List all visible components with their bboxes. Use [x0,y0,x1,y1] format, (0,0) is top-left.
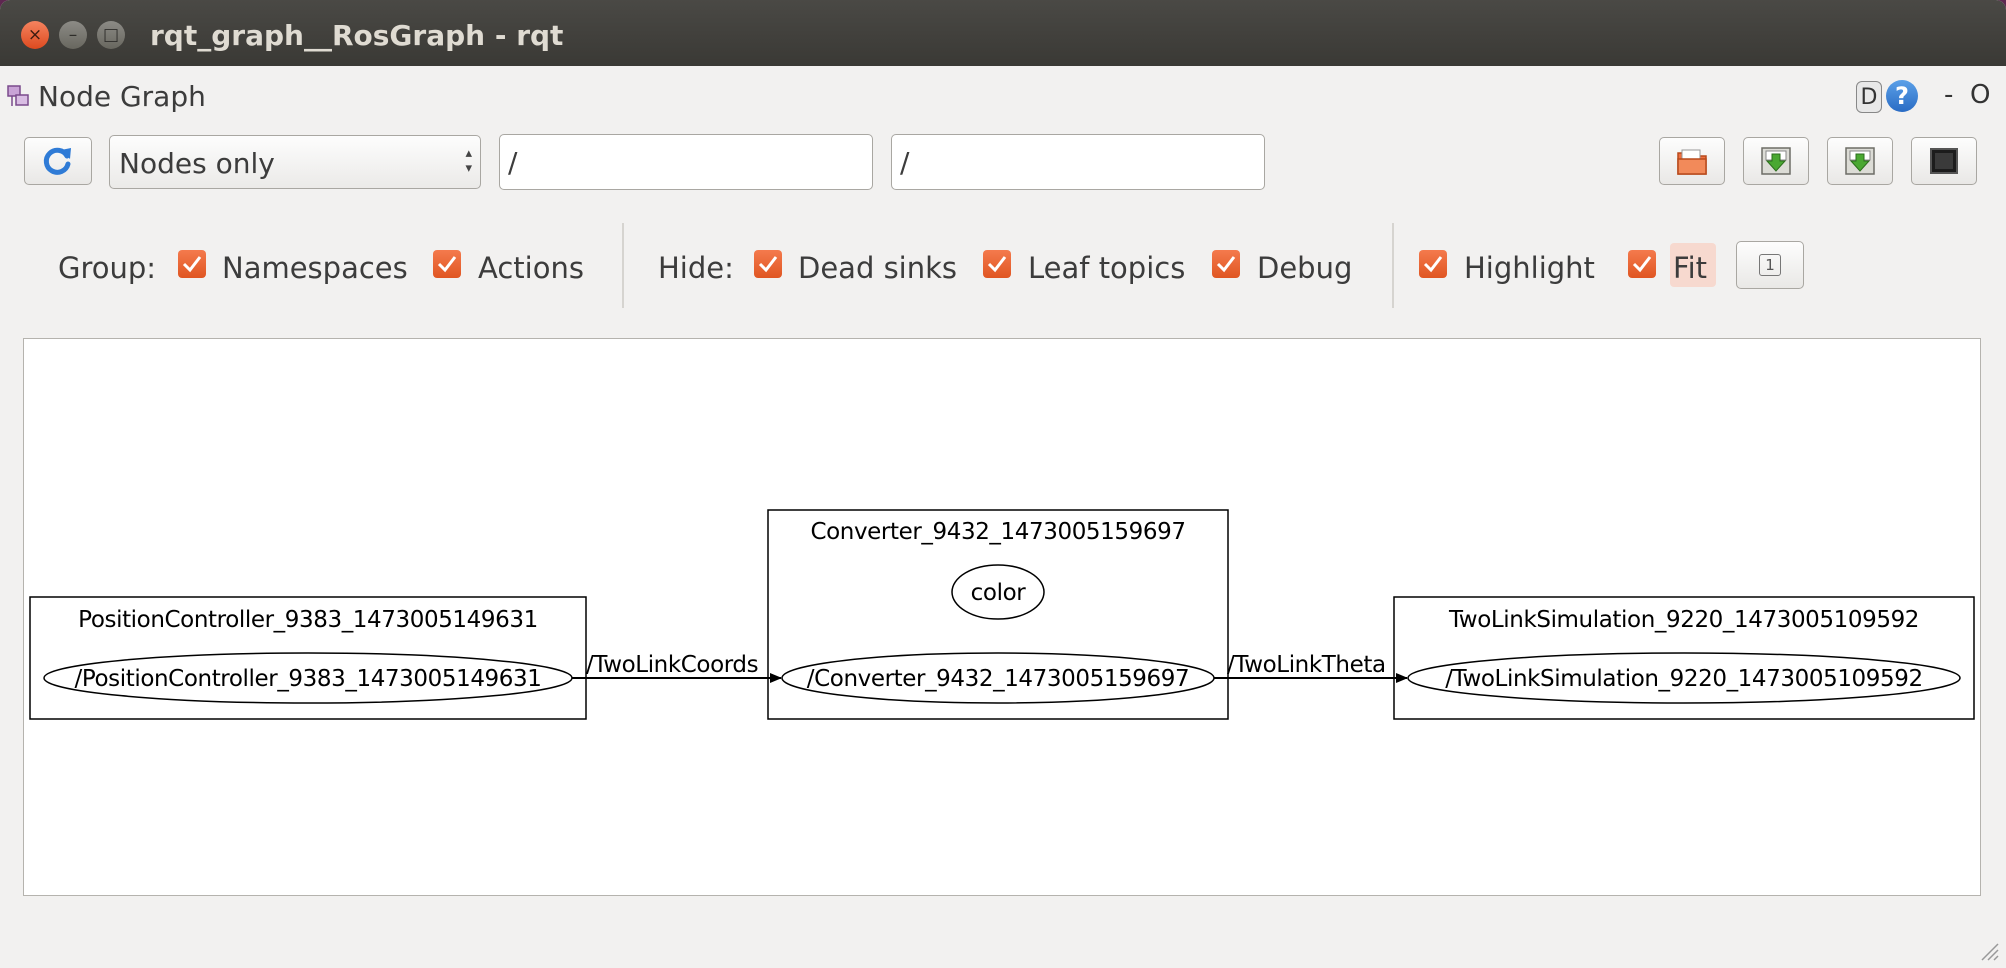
plugin-close-button[interactable]: O [1970,80,1991,110]
plugin-minimize-button[interactable]: - [1944,80,1954,110]
fit-checkbox[interactable] [1628,250,1656,278]
node-label: /Converter_9432_1473005159697 [807,666,1189,692]
node-label: /PositionController_9383_1473005149631 [74,666,541,692]
graph-type-value: Nodes only [119,147,275,180]
graph-canvas[interactable]: PositionController_9383_1473005149631 Co… [23,338,1981,896]
fit-view-button[interactable]: 1 [1736,241,1804,289]
leaf-topics-label: Leaf topics [1028,251,1186,285]
cluster-position-controller[interactable] [29,596,587,720]
window-maximize-button[interactable]: □ [97,21,125,49]
check-icon [758,256,778,273]
dead-sinks-checkbox[interactable] [754,250,782,278]
fit-label: Fit [1673,251,1707,285]
check-icon [1216,256,1236,273]
topic-filter-input[interactable] [891,134,1265,190]
cluster-label: Converter_9432_1473005159697 [810,519,1185,545]
leaf-topics-checkbox[interactable] [983,250,1011,278]
fit-view-icon: 1 [1759,254,1781,276]
close-icon: × [27,24,43,45]
namespaces-label: Namespaces [222,251,408,285]
actions-label: Actions [478,251,584,285]
refresh-button[interactable] [24,137,92,185]
save-image-button[interactable] [1911,137,1977,185]
save-dot-button[interactable] [1743,137,1809,185]
options-separator [1392,223,1394,308]
namespace-filter-input[interactable] [499,134,873,190]
minimize-icon: – [68,24,78,45]
check-icon [987,256,1007,273]
resize-grip-icon[interactable] [1978,940,2000,962]
cluster-two-link-simulation[interactable] [1393,596,1975,720]
group-label: Group: [58,251,157,285]
save-svg-button[interactable] [1827,137,1893,185]
load-dot-button[interactable] [1659,137,1725,185]
edge-label: /TwoLinkCoords [586,652,758,678]
plugin-title: Node Graph [38,80,206,113]
dead-sinks-label: Dead sinks [798,251,958,285]
perspective-d-button[interactable]: D [1856,81,1882,113]
namespaces-checkbox[interactable] [178,250,206,278]
node-label: /TwoLinkSimulation_9220_1473005109592 [1445,666,1922,692]
select-arrows-icon: ▴▾ [465,146,472,176]
save-as-svg-icon [1845,147,1875,175]
cluster-label: PositionController_9383_1473005149631 [78,607,538,633]
check-icon [182,256,202,273]
fit-hover-highlight [1670,243,1716,287]
window-title: rqt_graph__RosGraph - rqt [150,19,564,52]
save-as-image-icon [1930,148,1958,174]
refresh-icon [43,147,71,175]
debug-checkbox[interactable] [1212,250,1240,278]
options-separator [622,223,624,308]
check-icon [437,256,457,273]
plugin-header [0,66,2006,124]
cluster-converter[interactable] [767,509,1229,720]
check-icon [1632,256,1652,273]
save-as-dot-icon [1761,147,1791,175]
node-color[interactable] [951,564,1045,620]
open-folder-icon [1677,149,1707,175]
maximize-icon: □ [102,24,120,45]
title-bar[interactable]: × – □ rqt_graph__RosGraph - rqt [0,0,2006,66]
ros-graph: PositionController_9383_1473005149631 Co… [29,509,1975,720]
edge-label: /TwoLinkTheta [1227,652,1386,678]
actions-checkbox[interactable] [433,250,461,278]
node-label: color [971,580,1027,606]
highlight-label: Highlight [1464,251,1595,285]
cluster-label: TwoLinkSimulation_9220_1473005109592 [1448,607,1919,633]
node-two-link-simulation[interactable] [1407,652,1961,704]
hide-label: Hide: [658,251,734,285]
window-minimize-button[interactable]: – [59,21,87,49]
graph-type-select[interactable]: Nodes only ▴▾ [109,135,481,189]
help-icon[interactable]: ? [1886,80,1918,112]
window-close-button[interactable]: × [21,21,49,49]
node-graph-icon [7,85,29,106]
debug-label: Debug [1257,251,1353,285]
highlight-checkbox[interactable] [1419,250,1447,278]
check-icon [1423,256,1443,273]
